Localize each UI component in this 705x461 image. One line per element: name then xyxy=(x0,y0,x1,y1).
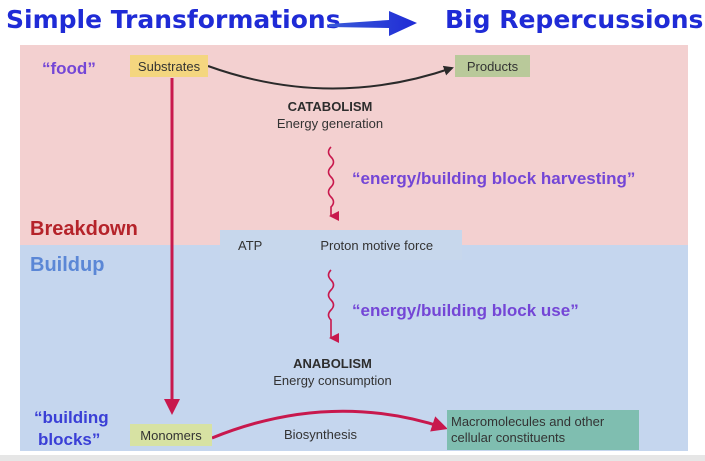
breakdown-band xyxy=(20,45,688,245)
catabolism-label-group: CATABOLISM Energy generation xyxy=(250,99,410,131)
macro-line1: Macromolecules and other xyxy=(451,414,605,429)
building-blocks-line1: “building xyxy=(34,408,109,427)
title-arrow-icon xyxy=(329,11,417,36)
catabolism-arrow xyxy=(207,65,454,90)
macromolecules-box: Macromolecules and other cellular consti… xyxy=(447,410,639,450)
use-wavy-arrow xyxy=(327,269,339,343)
products-box: Products xyxy=(455,55,530,77)
biosynthesis-arrow xyxy=(211,409,448,440)
title-right: Big Repercussions xyxy=(445,5,704,34)
breakdown-label: Breakdown xyxy=(30,218,138,240)
atp-label: ATP xyxy=(238,237,263,253)
harvest-wavy-arrow xyxy=(327,146,339,221)
macro-line2: cellular constituents xyxy=(451,430,566,445)
bottom-divider xyxy=(0,455,705,461)
atp-pmf-box: ATP Proton motive force xyxy=(220,230,462,260)
pmf-label: Proton motive force xyxy=(320,237,434,253)
buildup-label: Buildup xyxy=(30,254,105,276)
substrates-box: Substrates xyxy=(130,55,208,77)
building-blocks-line2: blocks” xyxy=(38,430,101,449)
building-blocks-label: “building blocks” xyxy=(30,407,109,451)
catabolism-sublabel: Energy generation xyxy=(276,116,384,131)
harvesting-label: “energy/building block harvesting” xyxy=(352,169,636,188)
anabolism-label-group: ANABOLISM Energy consumption xyxy=(250,356,415,388)
food-label: “food” xyxy=(42,59,96,78)
monomers-box: Monomers xyxy=(130,424,212,446)
catabolism-label: CATABOLISM xyxy=(287,99,373,114)
biosynthesis-label: Biosynthesis xyxy=(284,427,357,442)
anabolism-sublabel: Energy consumption xyxy=(273,373,392,388)
title-left: Simple Transformations xyxy=(6,5,341,34)
anabolism-label: ANABOLISM xyxy=(293,356,372,371)
use-label: “energy/building block use” xyxy=(352,301,579,320)
